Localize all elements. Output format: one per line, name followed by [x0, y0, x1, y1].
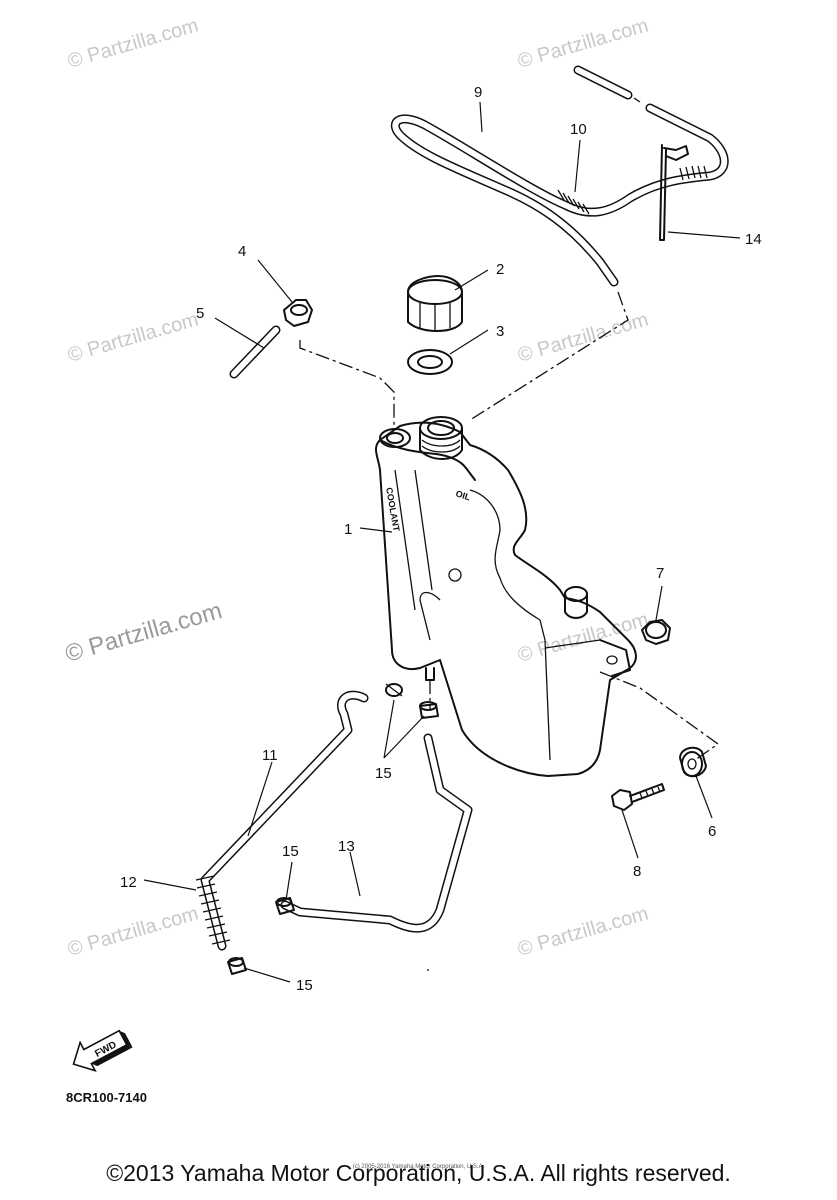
callout-15-middle: 15	[282, 843, 299, 860]
clamp-middle	[275, 897, 295, 915]
callout-3: 3	[496, 323, 504, 340]
part-gasket	[407, 349, 453, 375]
tank-label-oil: OIL	[454, 488, 472, 502]
watermark-mid-right: © Partzilla.com	[515, 309, 651, 367]
callout-12: 12	[120, 874, 137, 891]
callout-15-bottom: 15	[296, 977, 313, 994]
watermarks: © Partzilla.com © Partzilla.com © Partzi…	[62, 15, 651, 961]
stray-dot	[427, 969, 429, 971]
part-tank: OIL COOLANT	[374, 416, 637, 777]
small-copyright: (c) 2005-2016 Yamaha Motor Corporation, …	[352, 1164, 485, 1170]
part-clamps	[227, 683, 439, 975]
clamp-bottom	[227, 957, 247, 975]
hose-guide-14	[659, 144, 689, 241]
part-short-hose	[229, 325, 281, 379]
callout-1: 1	[344, 521, 352, 538]
watermark-top-left: © Partzilla.com	[65, 15, 201, 73]
diagram-code: 8CR100-7140	[66, 1090, 147, 1105]
part-bolt	[611, 783, 665, 811]
callout-4: 4	[238, 243, 246, 260]
callout-10: 10	[570, 121, 587, 138]
fwd-arrow-icon: FWD	[72, 1029, 133, 1073]
callout-14: 14	[745, 231, 762, 248]
callout-13: 13	[338, 838, 355, 855]
clamp-upper-right	[419, 701, 439, 719]
callout-11: 11	[262, 747, 278, 764]
part-small-cap	[283, 299, 313, 327]
callouts: 1 2 3 4 5 6 7 8 9 10 11 12 13 14 15 15 1…	[120, 84, 762, 994]
callout-6: 6	[708, 823, 716, 840]
part-breather-hose	[390, 65, 729, 287]
part-overflow-hose	[195, 690, 369, 951]
callout-15-upper: 15	[375, 765, 392, 782]
callout-8: 8	[633, 863, 641, 880]
tank-label-coolant: COOLANT	[384, 487, 402, 533]
callout-9: 9	[474, 84, 482, 101]
copyright-notice: ©2013 Yamaha Motor Corporation, U.S.A. A…	[106, 1160, 731, 1186]
hose-spring-12	[195, 875, 231, 945]
clamp-upper-left	[385, 683, 403, 697]
part-drain-hose	[280, 733, 473, 933]
watermark-bottom-right: © Partzilla.com	[515, 903, 651, 961]
callout-5: 5	[196, 305, 204, 322]
part-tank-cap	[407, 275, 463, 332]
watermark-bottom-left: © Partzilla.com	[65, 903, 201, 961]
part-grommet-pin	[641, 619, 671, 645]
hose-spring-10	[557, 165, 708, 215]
leader-lines	[143, 101, 741, 983]
part-grommet	[679, 746, 707, 778]
watermark-top-right: © Partzilla.com	[515, 15, 651, 73]
assembly-lines	[299, 291, 720, 761]
watermark-center-left: © Partzilla.com	[62, 597, 225, 668]
callout-2: 2	[496, 261, 504, 278]
callout-7: 7	[656, 565, 664, 582]
watermark-mid-left: © Partzilla.com	[65, 309, 201, 367]
